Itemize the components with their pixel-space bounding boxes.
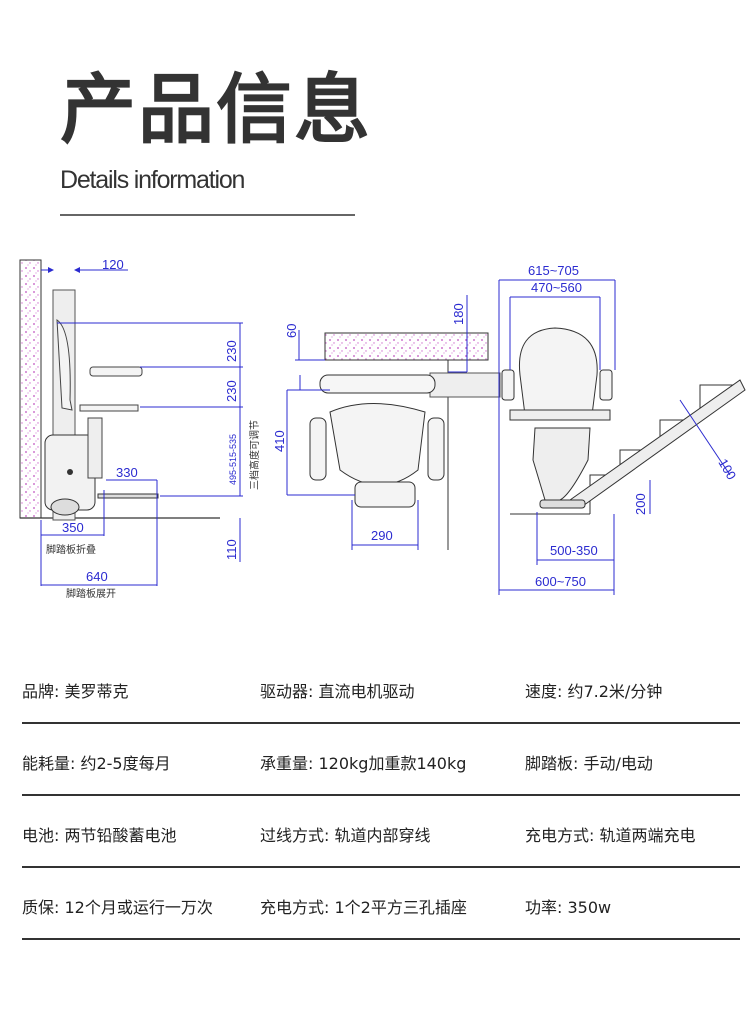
dim-width-290: 290 (371, 528, 393, 543)
rail (569, 379, 746, 509)
dim-outer-width: 615~705 (528, 263, 579, 278)
dim-depth-410: 410 (272, 430, 287, 452)
folded-label: 脚踏板折叠 (46, 543, 96, 556)
seat-height-note: 三档高度可调节 (248, 420, 261, 490)
spec-energy: 能耗量: 约2-5度每月 (22, 754, 171, 773)
spec-table: 品牌: 美罗蒂克 驱动器: 直流电机驱动 速度: 约7.2米/分钟 能耗量: 约… (22, 652, 740, 940)
dim-foot: 500-350 (550, 543, 598, 558)
spec-row: 质保: 12个月或运行一万次 充电方式: 1个2平方三孔插座 功率: 350w (22, 868, 740, 940)
dim-floor-110: 110 (224, 539, 239, 560)
seat-back (56, 319, 73, 411)
dim-seat-height: 495-515-535 (228, 434, 238, 485)
dim-footrest-330: 330 (116, 465, 138, 480)
spec-charging: 充电方式: 轨道两端充电 (525, 826, 696, 845)
dim-arm-230: 230 (224, 380, 239, 402)
dim-base: 600~750 (535, 574, 586, 589)
dim-rail-180: 180 (451, 303, 466, 325)
unfolded-label: 脚踏板展开 (66, 587, 116, 600)
spec-load: 承重量: 120kg加重款140kg (260, 754, 467, 773)
footrest (97, 493, 159, 499)
dim-wall-gap-60: 60 (284, 324, 299, 338)
spec-row: 品牌: 美罗蒂克 驱动器: 直流电机驱动 速度: 约7.2米/分钟 (22, 652, 740, 724)
wall-top (324, 332, 489, 361)
dim-top-120: 120 (102, 257, 124, 272)
spec-power: 功率: 350w (525, 898, 612, 917)
page-title: 产品信息 (60, 65, 372, 154)
spec-driver: 驱动器: 直流电机驱动 (260, 682, 415, 701)
wall (19, 259, 42, 519)
title-divider (60, 214, 355, 216)
armrest-top (319, 374, 436, 394)
dim-back-230: 230 (224, 340, 239, 362)
column (87, 417, 103, 479)
stairlift-dimension-diagram: 120 230 230 495-515-535 三档高度可调节 330 110 … (19, 257, 746, 600)
dim-unfolded-640: 640 (86, 569, 108, 584)
dim-step-200: 200 (633, 493, 648, 515)
seat (79, 404, 139, 412)
front-view: 615~705 470~560 100 200 500-350 600~750 (498, 263, 746, 595)
spec-battery: 电池: 两节铅酸蓄电池 (22, 826, 177, 845)
seat-top (329, 403, 426, 486)
dim-rail-100: 100 (715, 456, 739, 482)
armrest (89, 366, 143, 377)
spec-speed: 速度: 约7.2米/分钟 (525, 682, 663, 701)
spec-wiring: 过线方式: 轨道内部穿线 (260, 826, 431, 845)
chair-back (518, 327, 598, 416)
page-subtitle: Details information (60, 166, 245, 194)
spec-row: 能耗量: 约2-5度每月 承重量: 120kg加重款140kg 脚踏板: 手动/… (22, 724, 740, 796)
spec-charging-socket: 充电方式: 1个2平方三孔插座 (260, 898, 467, 917)
dim-folded-350: 350 (62, 520, 84, 535)
spec-brand: 品牌: 美罗蒂克 (22, 682, 129, 701)
dim-inner-width: 470~560 (531, 280, 582, 295)
spec-footrest: 脚踏板: 手动/电动 (525, 754, 653, 773)
side-view: 120 230 230 495-515-535 三档高度可调节 330 110 … (19, 257, 261, 600)
spec-warranty: 质保: 12个月或运行一万次 (22, 898, 213, 917)
spec-row: 电池: 两节铅酸蓄电池 过线方式: 轨道内部穿线 充电方式: 轨道两端充电 (22, 796, 740, 868)
top-view: 60 180 410 290 (272, 295, 501, 550)
chair-base (532, 427, 591, 501)
